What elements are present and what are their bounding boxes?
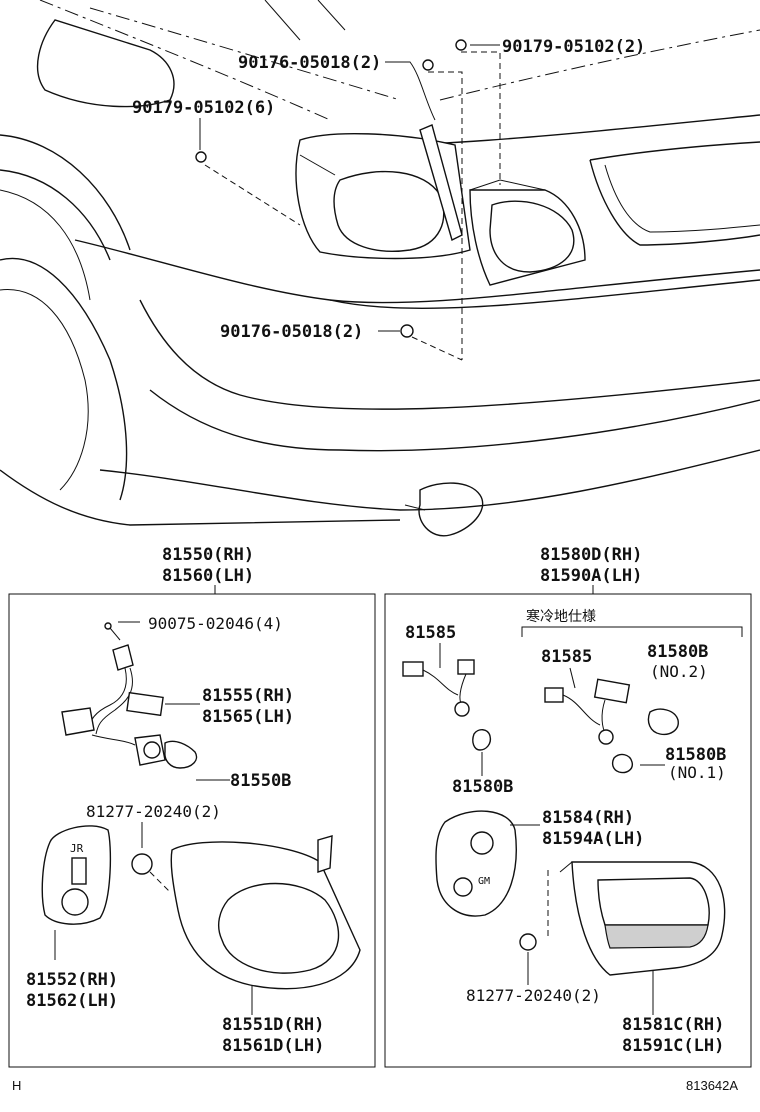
nut-icons-top	[195, 39, 467, 338]
vehicle-rear-outline	[0, 0, 760, 537]
installed-outer-lamp	[295, 133, 471, 260]
label-cover-left-rh: 81552(RH)	[26, 970, 118, 990]
label-bulb-a: 81580B	[452, 777, 513, 797]
label-bulb-no2-note: (NO.2)	[650, 662, 708, 681]
label-cover-left-lh: 81562(LH)	[26, 991, 118, 1011]
right-group-header-lh: 81590A(LH)	[540, 566, 642, 586]
socket-wire-b	[544, 678, 631, 745]
label-cover-right-lh: 81594A(LH)	[542, 829, 644, 849]
svg-text:JR: JR	[70, 842, 84, 855]
right-group-frame	[384, 593, 752, 1068]
label-socket-rh: 81555(RH)	[202, 686, 294, 706]
bulb-no1-icon	[611, 753, 633, 774]
label-socket-a: 81585	[405, 623, 456, 643]
drawing-number: 813642A	[686, 1078, 738, 1093]
lamp-cover-right: GM	[435, 810, 517, 917]
svg-text:GM: GM	[478, 876, 490, 887]
clip-icon	[131, 853, 153, 875]
label-socket-b: 81585	[541, 647, 592, 667]
bulb-a-icon	[472, 729, 492, 751]
label-nut-right-top: 90179-05102(2)	[502, 37, 645, 57]
label-lens-right-lh: 81591C(LH)	[622, 1036, 724, 1056]
lamp-cover-left: JR	[41, 825, 112, 925]
clip-right-icon	[519, 933, 537, 951]
socket-wire-a	[402, 659, 475, 717]
socket-wire-assembly	[61, 644, 166, 766]
lamp-lens-right	[559, 861, 726, 976]
right-group-header-rh: 81580D(RH)	[540, 545, 642, 565]
label-nut-center-bottom: 90176-05018(2)	[220, 322, 363, 342]
label-nut-left: 90179-05102(6)	[132, 98, 275, 118]
bulb-no2-icon	[647, 708, 679, 736]
left-group-header-rh: 81550(RH)	[162, 545, 254, 565]
label-cold-spec: 寒冷地仕様	[526, 608, 596, 625]
label-nut-center-top: 90176-05018(2)	[238, 53, 381, 73]
label-socket-lh: 81565(LH)	[202, 707, 294, 727]
label-clip-left: 81277-20240(2)	[86, 802, 221, 821]
label-bulb-no1: 81580B	[665, 745, 726, 765]
leader-lines-top	[199, 44, 501, 361]
installed-inner-lamp	[419, 124, 586, 286]
label-cover-right-rh: 81584(RH)	[542, 808, 634, 828]
bulb-icon	[164, 740, 198, 769]
label-bulb-no2: 81580B	[647, 642, 708, 662]
label-bulb-no1-note: (NO.1)	[668, 763, 726, 782]
lamp-lens-left	[170, 835, 361, 990]
left-group-frame	[8, 593, 376, 1068]
label-screw: 90075-02046(4)	[148, 614, 283, 633]
label-bulb-left: 81550B	[230, 771, 291, 791]
label-clip-right: 81277-20240(2)	[466, 986, 601, 1005]
label-lens-left-rh: 81551D(RH)	[222, 1015, 324, 1035]
screw-icon	[104, 622, 121, 641]
label-lens-right-rh: 81581C(RH)	[622, 1015, 724, 1035]
label-lens-left-lh: 81561D(LH)	[222, 1036, 324, 1056]
footer-left-mark: H	[12, 1078, 21, 1093]
left-group-header-lh: 81560(LH)	[162, 566, 254, 586]
